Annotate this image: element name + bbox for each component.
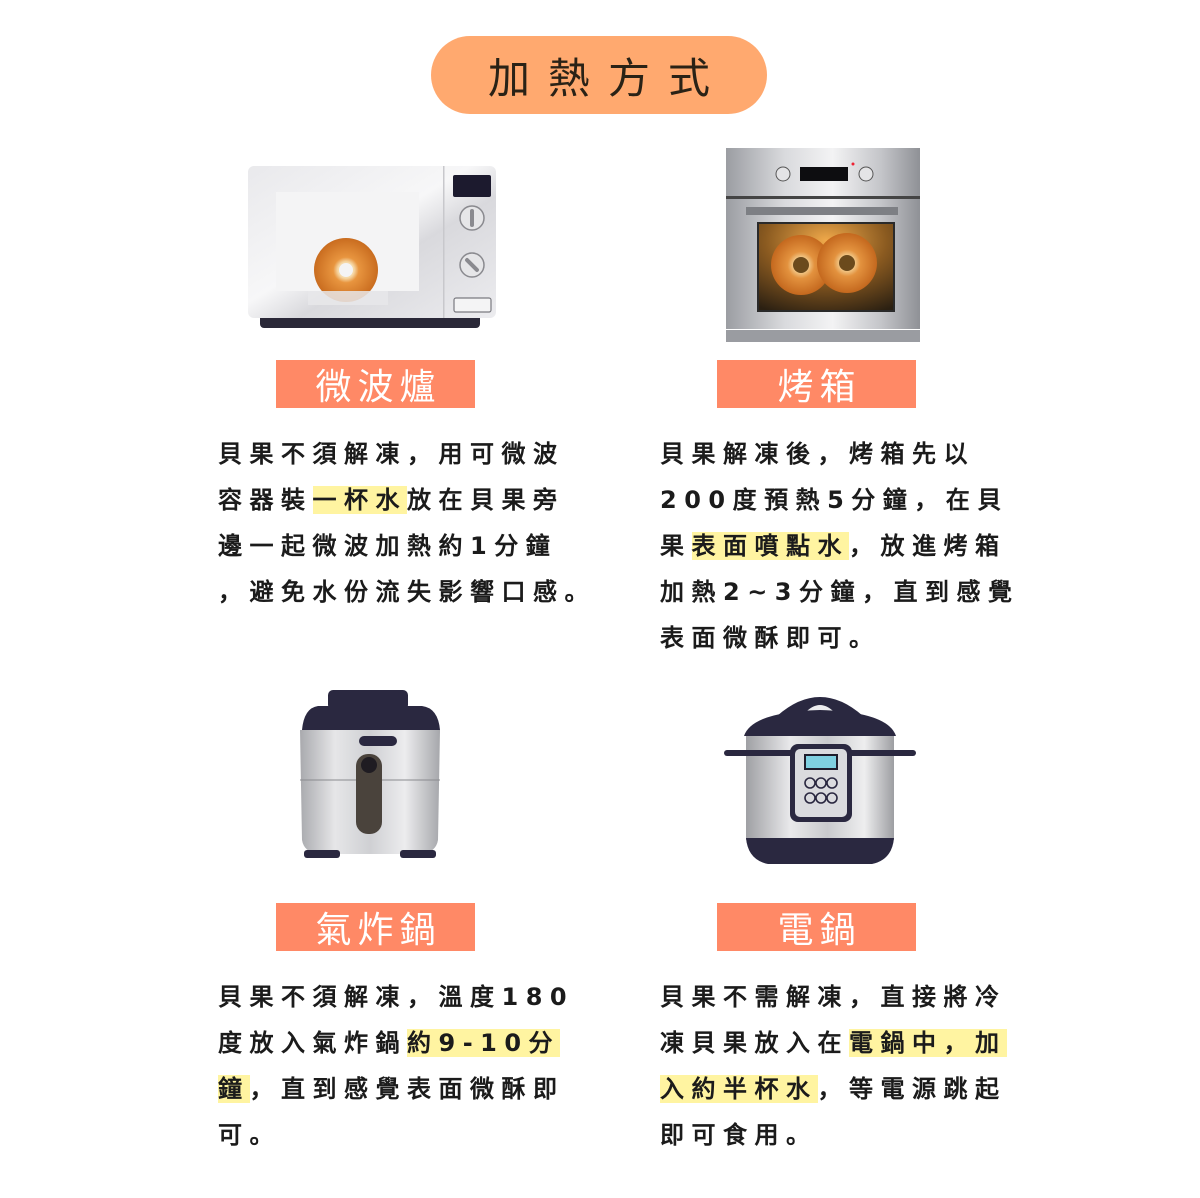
oven-icon: [726, 146, 920, 342]
text-segment: ，放進烤箱: [849, 532, 1007, 560]
electric-cooker-icon: [722, 688, 918, 868]
description-line: 入約半杯水，等電源跳起: [660, 1066, 1010, 1112]
text-segment: 貝果不須解凍，用可微波: [218, 440, 565, 468]
text-segment: 即可食用。: [660, 1121, 818, 1149]
description-line: 容器裝一杯水放在貝果旁: [218, 477, 568, 523]
description-line: 貝果不須解凍，用可微波: [218, 431, 568, 477]
description-line: 邊一起微波加熱約1分鐘: [218, 523, 568, 569]
text-segment: 容器裝: [218, 486, 313, 514]
highlighted-text: 電鍋中，加: [849, 1029, 1007, 1057]
microwave-icon: [248, 166, 496, 330]
label-air-fryer-text: 氣炸鍋: [315, 910, 442, 951]
label-microwave-text: 微波爐: [315, 367, 442, 408]
description-line: 貝果不須解凍，溫度180: [218, 974, 568, 1020]
description-line: 凍貝果放入在電鍋中，加: [660, 1020, 1010, 1066]
label-oven-text: 烤箱: [777, 367, 862, 408]
description-line: 可。: [218, 1112, 568, 1158]
description-line: 即可食用。: [660, 1112, 1010, 1158]
text-segment: 果: [660, 532, 692, 560]
description-line: 貝果不需解凍，直接將冷: [660, 974, 1010, 1020]
highlighted-text: 約9-10分: [407, 1029, 561, 1057]
text-segment: ，等電源跳起: [817, 1075, 1007, 1103]
text-segment: ，避免水份流失影響口感。: [218, 578, 596, 606]
air-fryer-icon: [298, 690, 442, 860]
highlighted-text: 鐘: [218, 1075, 250, 1103]
text-segment: 放在貝果旁: [407, 486, 565, 514]
text-segment: 邊一起微波加熱約1分鐘: [218, 532, 558, 560]
label-electric-cooker: 電鍋: [717, 903, 916, 951]
text-segment: 貝果不須解凍，溫度180: [218, 983, 575, 1011]
label-microwave: 微波爐: [276, 360, 475, 408]
text-segment: 表面微酥即可。: [660, 624, 881, 652]
text-segment: 200度預熱5分鐘，在貝: [660, 486, 1009, 514]
description-line: 貝果解凍後，烤箱先以: [660, 431, 1010, 477]
description-electric-cooker: 貝果不需解凍，直接將冷凍貝果放入在電鍋中，加入約半杯水，等電源跳起即可食用。: [660, 974, 1010, 1158]
text-segment: 貝果不需解凍，直接將冷: [660, 983, 1007, 1011]
label-oven: 烤箱: [717, 360, 916, 408]
text-segment: 貝果解凍後，烤箱先以: [660, 440, 975, 468]
text-segment: ，直到感覺表面微酥即: [249, 1075, 565, 1103]
page-title-text: 加熱方式: [487, 53, 728, 103]
label-air-fryer: 氣炸鍋: [276, 903, 475, 951]
description-line: 表面微酥即可。: [660, 615, 1010, 661]
description-line: 加熱2~3分鐘，直到感覺: [660, 569, 1012, 615]
description-line: 鐘，直到感覺表面微酥即: [218, 1066, 568, 1112]
text-segment: 可。: [218, 1121, 281, 1149]
highlighted-text: 一杯水: [312, 486, 407, 514]
description-line: 度放入氣炸鍋約9-10分: [218, 1020, 568, 1066]
page-title: 加熱方式: [431, 36, 767, 114]
description-line: 果表面噴點水，放進烤箱: [660, 523, 1010, 569]
highlighted-text: 表面噴點水: [691, 532, 849, 560]
text-segment: 加熱2~3分鐘，直到感覺: [660, 578, 1020, 606]
text-segment: 度放入氣炸鍋: [218, 1029, 407, 1057]
label-electric-cooker-text: 電鍋: [777, 910, 862, 951]
text-segment: 凍貝果放入在: [660, 1029, 849, 1057]
description-microwave: 貝果不須解凍，用可微波容器裝一杯水放在貝果旁邊一起微波加熱約1分鐘，避免水份流失…: [218, 431, 589, 615]
highlighted-text: 入約半杯水: [660, 1075, 818, 1103]
description-line: 200度預熱5分鐘，在貝: [660, 477, 1010, 523]
description-line: ，避免水份流失影響口感。: [218, 569, 589, 615]
